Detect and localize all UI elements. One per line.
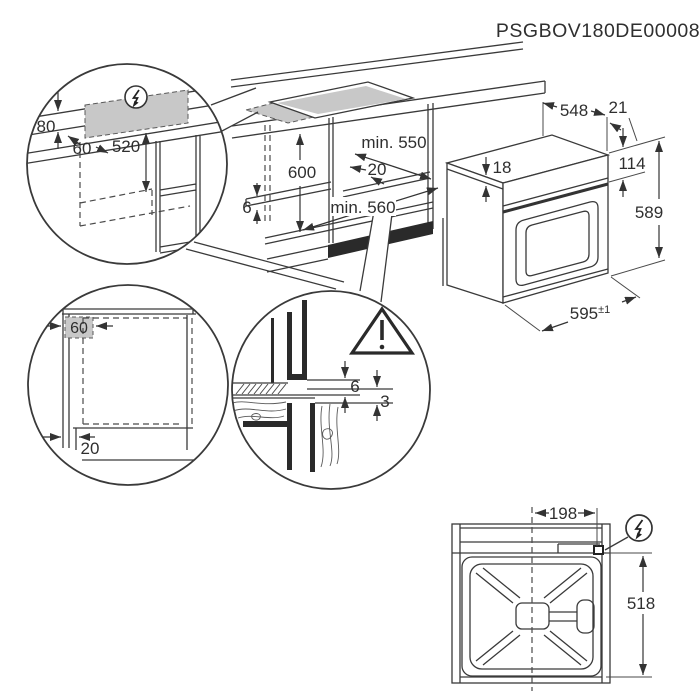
dim-arrow-20-left [349, 165, 367, 173]
detail-circle-border [27, 284, 229, 486]
detail-pointer-wedge [359, 210, 393, 303]
detail-leader-lines [210, 87, 259, 132]
rear-frame-lines [452, 524, 610, 683]
cabinet-interior-lines [155, 135, 201, 256]
dim-label-niche-width: min. 560 [330, 198, 395, 217]
dim-label-support-setback: 20 [368, 160, 387, 179]
ext-lines-518 [606, 552, 652, 678]
dim-arrow-60-a [67, 135, 80, 146]
hidden-cabinet-lines [79, 142, 191, 227]
detail-pointer-wedge-fill [360, 211, 392, 303]
ext-line-21 [628, 117, 638, 142]
rear-panel-right-pocket [576, 599, 595, 634]
dim-arrow-550-right [391, 165, 432, 180]
rear-panel-ribs [475, 567, 588, 666]
control-panel-band [502, 182, 609, 214]
oven-isometric: 548 21 18 114 589 595±1 [444, 98, 666, 332]
oven-hidden-outline [82, 317, 193, 425]
wood-grain-right [320, 403, 340, 468]
worktop-hatch-section [235, 383, 287, 395]
bolt-leader-line [604, 536, 629, 551]
cabinet-niche: 600 min. 550 20 6 min. 560 [242, 103, 444, 303]
detail-electrical-connection: 80 60 520 [26, 63, 259, 265]
ext-lines-595 [504, 276, 641, 332]
dim-label-control-panel-height: 114 [618, 154, 645, 173]
dim-label-plinth-recess: 20 [81, 439, 100, 458]
shelf-edge-section [243, 421, 287, 427]
label-backplate [330, 197, 396, 216]
dim-label-niche-depth: min. 550 [361, 133, 426, 152]
gap-reference-lines [232, 379, 393, 404]
door-lower-section-b [310, 403, 315, 472]
oven-rear-view: 198 518 [451, 504, 655, 691]
dim-label-front-overhang: 21 [609, 98, 628, 117]
width-tolerance: ±1 [598, 304, 610, 316]
dim-label-body-depth: 548 [560, 101, 588, 120]
wood-grain-left [232, 401, 287, 421]
dim-label-overall-height: 589 [635, 203, 663, 222]
detail-circle-border [231, 290, 431, 490]
dim-arrow-21 [609, 122, 622, 133]
warning-exclamation-dot [379, 344, 385, 350]
ext-lines-right [608, 136, 666, 277]
mains-connection-box [593, 545, 604, 555]
rear-outer-frame [451, 523, 611, 684]
rear-panel-right-band [549, 611, 577, 622]
detail-side-content: 60 20 [43, 308, 197, 461]
niche-vertical-edges [328, 103, 444, 286]
lightning-bolt-icon [124, 85, 148, 109]
door-bottom-line [502, 268, 609, 298]
electrical-zone-box [84, 89, 189, 139]
dim-label-front-offset: 60 [73, 139, 92, 158]
dim-arrow-20-up [370, 176, 385, 186]
dim-arrow-60-b [95, 144, 109, 154]
dim-label-overall-width: 595±1 [570, 304, 611, 323]
dim-label-gap-above: 6 [350, 377, 359, 396]
dim-arrow-595-right [621, 296, 637, 305]
lightning-bolt-tip [132, 100, 139, 108]
floor-edge-lines [185, 241, 345, 290]
document-code: PSGBOV180DE00008 [496, 20, 700, 42]
control-panel-top-line [502, 177, 609, 207]
dim-label-mains-offset: 198 [549, 504, 577, 523]
niche-left-hidden-edges [264, 125, 271, 222]
lightning-bolt-glyph [634, 519, 644, 537]
door-glass-section [271, 318, 274, 383]
dim-label-rear-height: 518 [627, 594, 655, 613]
door-frame-section [287, 300, 307, 380]
dim-arrow-595-left [541, 321, 569, 332]
dim-arrow-548-right [590, 108, 606, 116]
lightning-bolt-icon [625, 514, 653, 542]
support-rails [245, 171, 431, 207]
detail-front-gap: 6 3 [231, 290, 431, 490]
terminal-cover [557, 543, 600, 553]
lightning-bolt-tip [635, 532, 642, 540]
dim-label-top-recess: 18 [493, 158, 512, 177]
door-window-outer [515, 200, 599, 287]
wall-lines [230, 41, 524, 88]
detail-side-section: 60 20 [27, 284, 229, 486]
oven-top-edge-underline [446, 168, 504, 190]
dim-label-niche-height: 600 [288, 163, 316, 182]
dim-arrow-550-left [354, 153, 393, 167]
plinth-side-lines [73, 427, 197, 461]
oven-left-panel [446, 162, 504, 304]
dim-label-top-front-clearance: 60 [70, 320, 88, 337]
dim-arrow-548-left [542, 102, 558, 110]
width-value: 595 [570, 304, 598, 323]
hob-cutout-opening [277, 86, 406, 114]
door-window-inner [525, 210, 590, 277]
lightning-bolt-glyph [131, 89, 140, 105]
detail-front-gap-content: 6 3 [232, 300, 416, 472]
door-lower-section-a [287, 403, 292, 470]
kitchen-run-background [185, 41, 546, 290]
dim-label-support-thickness: 6 [242, 198, 251, 217]
clearance-zone-box [64, 316, 94, 339]
dim-label-zone-height: 80 [37, 117, 56, 136]
niche-floor-edges [264, 201, 434, 273]
detail-circle-border [26, 63, 228, 265]
dim-label-gap-below: 3 [380, 392, 389, 411]
dim-label-below-worktop: 520 [112, 137, 140, 156]
